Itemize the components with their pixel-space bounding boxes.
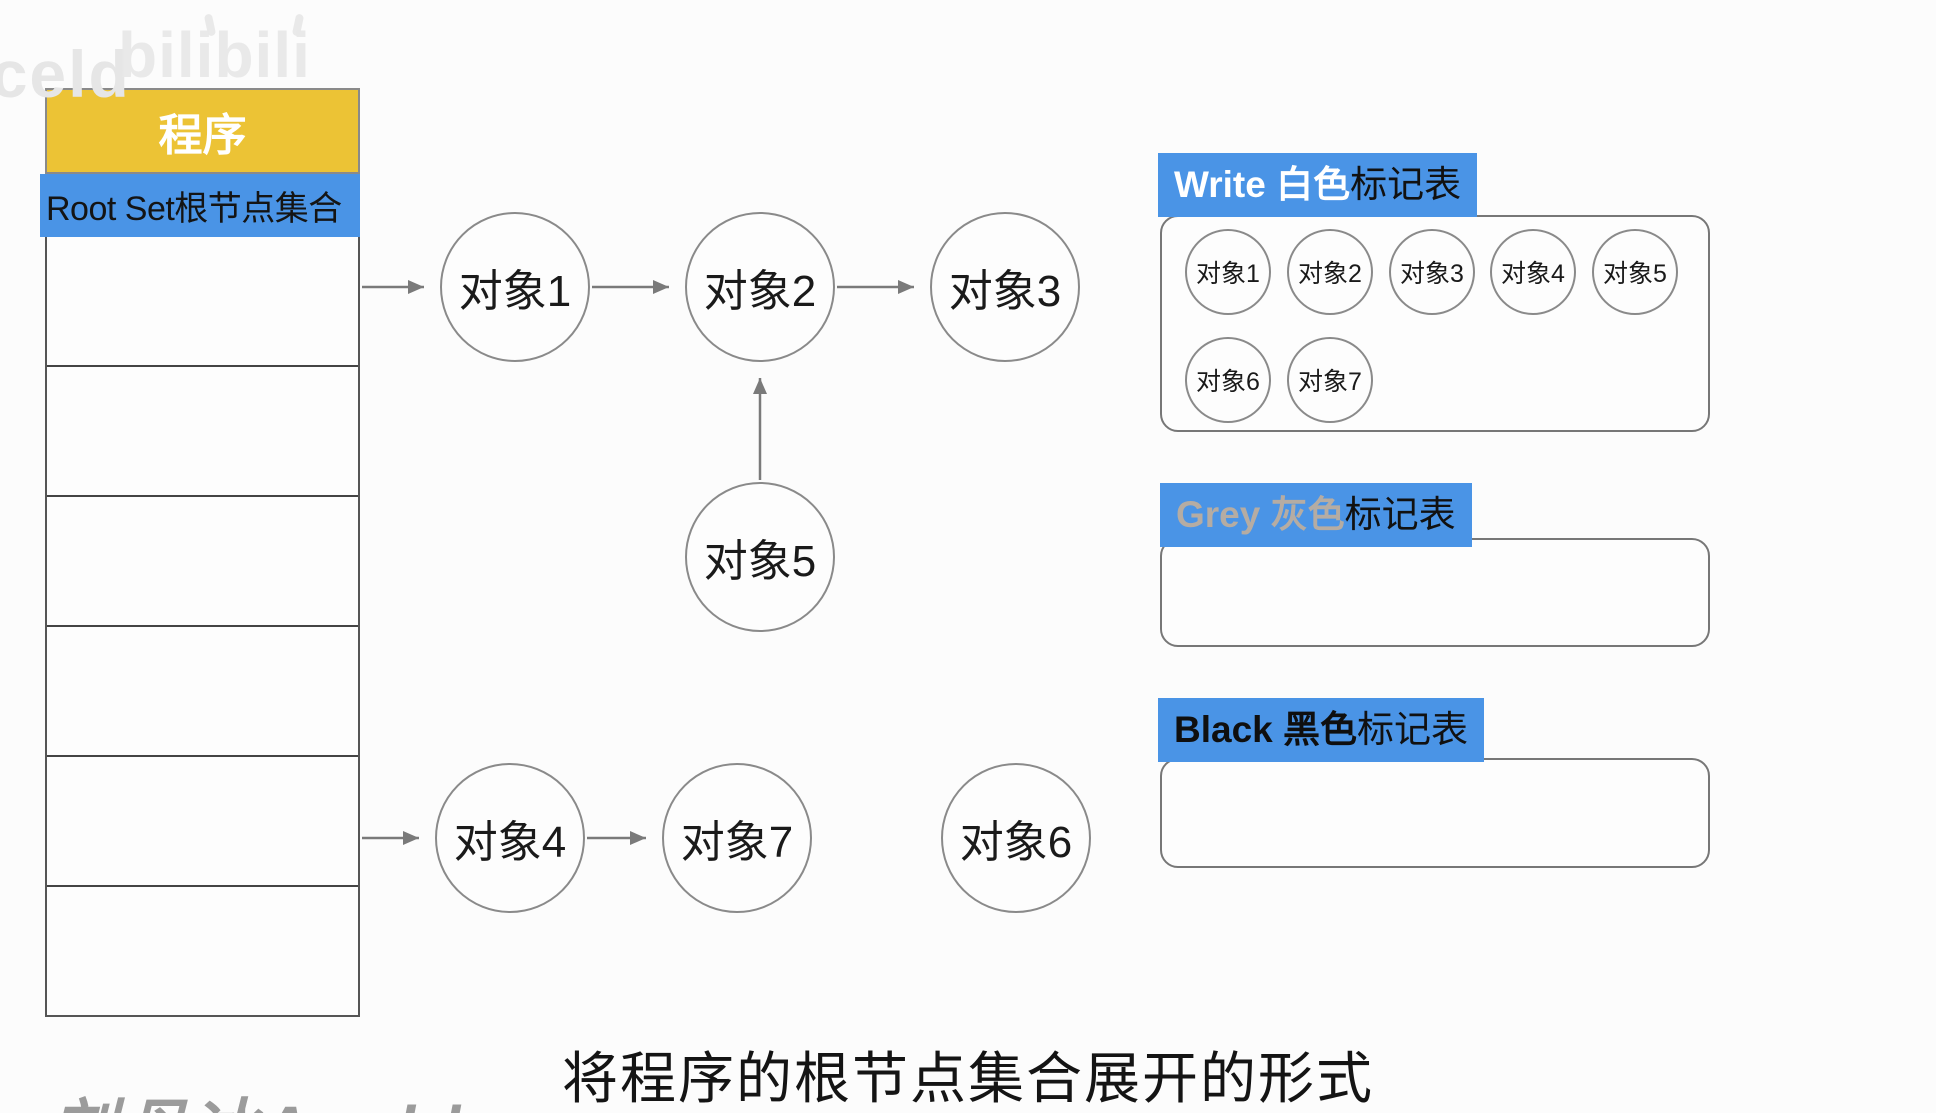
graph-node-obj7: 对象7 — [662, 763, 812, 913]
diagram-caption: 将程序的根节点集合展开的形式 — [562, 1047, 1374, 1110]
black-label-rest-text: 标记表 — [1357, 709, 1469, 750]
black-label-colored-text: Black 黑色 — [1174, 709, 1358, 750]
graph-node-obj1: 对象1 — [440, 212, 590, 362]
white-set-item-obj2: 对象2 — [1287, 229, 1373, 315]
white-marking-table-box: 对象1 对象2 对象3 对象4 对象5 对象6 对象7 — [1160, 215, 1710, 432]
graph-node-obj3: 对象3 — [930, 212, 1080, 362]
graph-node-obj6: 对象6 — [941, 763, 1091, 913]
memory-cell-empty-1 — [47, 237, 358, 367]
white-label-rest-text: 标记表 — [1350, 164, 1462, 205]
grey-label-rest-text: 标记表 — [1344, 494, 1456, 535]
bilibili-logo-watermark: bilibili — [118, 13, 311, 92]
black-marking-table-box — [1160, 758, 1710, 868]
white-set-item-obj4: 对象4 — [1490, 229, 1576, 315]
grey-label-colored-text: Grey 灰色 — [1176, 494, 1345, 535]
memory-cell-empty-3 — [47, 497, 358, 627]
program-table-header: 程序 — [45, 88, 360, 174]
memory-cell-empty-6 — [47, 887, 358, 1017]
memory-cell-empty-5 — [47, 757, 358, 887]
white-marking-table-label: Write 白色标记表 — [1158, 153, 1478, 217]
white-set-item-obj6: 对象6 — [1185, 337, 1271, 423]
author-signature-watermark: 刘丹冰Aceld — [52, 1078, 466, 1113]
grey-marking-table-label: Grey 灰色标记表 — [1160, 483, 1472, 547]
program-memory-table — [45, 237, 360, 1017]
graph-node-obj5: 对象5 — [685, 482, 835, 632]
black-marking-table-label: Black 黑色标记表 — [1158, 698, 1485, 762]
memory-cell-empty-2 — [47, 367, 358, 497]
graph-node-obj2: 对象2 — [685, 212, 835, 362]
memory-cell-empty-4 — [47, 627, 358, 757]
grey-marking-table-box — [1160, 538, 1710, 647]
white-set-item-obj1: 对象1 — [1185, 229, 1271, 315]
graph-node-obj4: 对象4 — [435, 763, 585, 913]
root-set-row: Root Set根节点集合 — [40, 174, 360, 237]
white-set-item-obj3: 对象3 — [1389, 229, 1475, 315]
white-set-item-obj5: 对象5 — [1592, 229, 1678, 315]
white-set-item-obj7: 对象7 — [1287, 337, 1373, 423]
white-label-colored-text: Write 白色 — [1174, 164, 1351, 205]
aceld-watermark: aceld — [0, 37, 131, 111]
